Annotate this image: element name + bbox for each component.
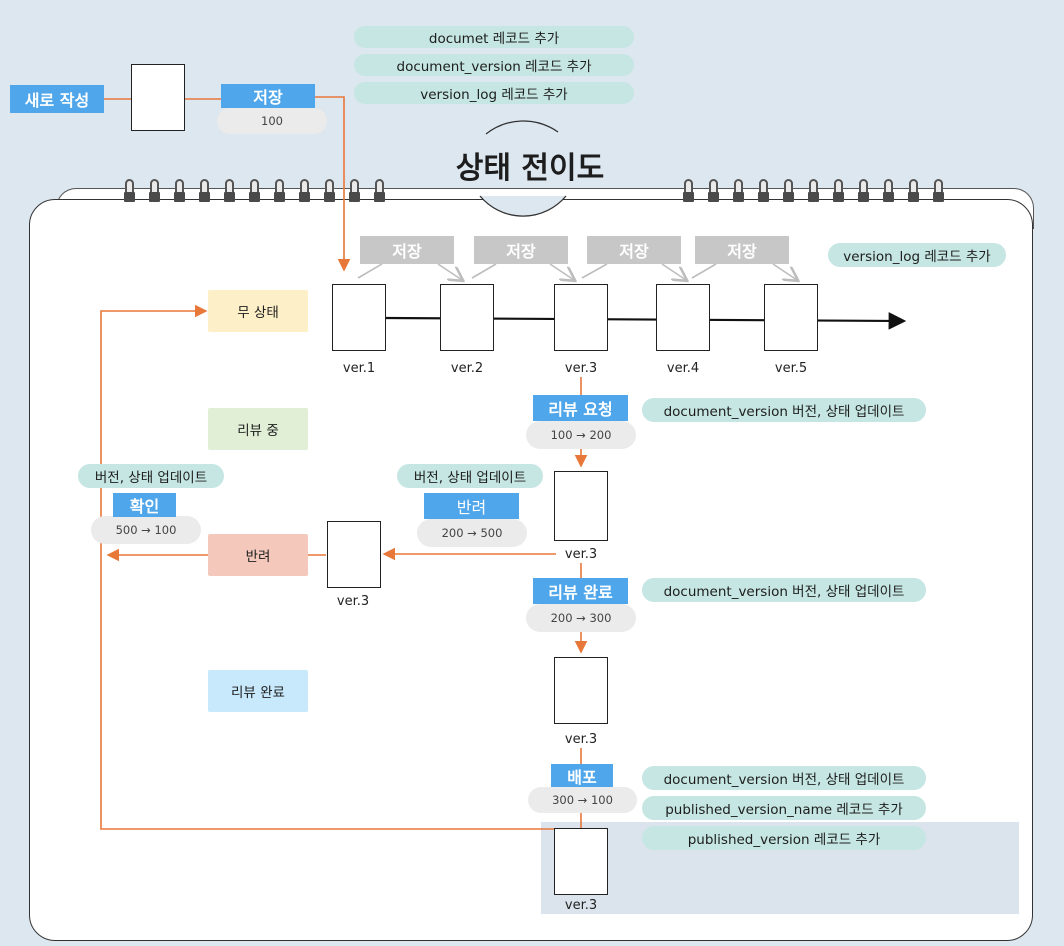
spiral-ring bbox=[299, 179, 310, 205]
version-doc-1 bbox=[332, 284, 386, 351]
timeline-save-2: 저장 bbox=[474, 236, 568, 264]
timeline-log-record: version_log 레코드 추가 bbox=[828, 243, 1006, 267]
rejected-doc bbox=[327, 521, 381, 588]
review-request-record: document_version 버전, 상태 업데이트 bbox=[642, 398, 926, 422]
version-label-1: ver.1 bbox=[342, 361, 376, 376]
review-done-button[interactable]: 리뷰 완료 bbox=[533, 578, 628, 604]
version-doc-2 bbox=[440, 284, 494, 351]
spiral-ring bbox=[683, 179, 694, 205]
save-down-arrow bbox=[315, 96, 351, 272]
state-reviewing: 리뷰 중 bbox=[208, 408, 308, 450]
spiral-ring bbox=[124, 179, 135, 205]
diagram-title: 상태 전이도 bbox=[455, 151, 605, 186]
deploy-record-published-name: published_version_name 레코드 추가 bbox=[642, 796, 926, 820]
spiral-ring bbox=[274, 179, 285, 205]
version-doc-3 bbox=[554, 284, 608, 351]
version-label-2: ver.2 bbox=[450, 361, 484, 376]
confirm-code: 500 → 100 bbox=[91, 516, 201, 544]
deploy-button[interactable]: 배포 bbox=[551, 764, 613, 787]
review-request-button[interactable]: 리뷰 요청 bbox=[533, 395, 628, 421]
deployed-doc bbox=[554, 828, 608, 895]
spiral-ring bbox=[883, 179, 894, 205]
review-doc-version: ver.3 bbox=[564, 547, 598, 562]
spiral-ring bbox=[708, 179, 719, 205]
spiral-ring bbox=[733, 179, 744, 205]
reject-record: 버전, 상태 업데이트 bbox=[397, 464, 543, 488]
reject-button[interactable]: 반려 bbox=[424, 493, 519, 519]
spiral-ring bbox=[249, 179, 260, 205]
deployed-doc-version: ver.3 bbox=[564, 898, 598, 913]
timeline-save-3: 저장 bbox=[587, 236, 681, 264]
state-rejected: 반려 bbox=[208, 534, 308, 576]
save-arrows bbox=[357, 263, 797, 280]
spiral-ring bbox=[858, 179, 869, 205]
version-label-3: ver.3 bbox=[564, 361, 598, 376]
review-done-code: 200 → 300 bbox=[526, 604, 636, 632]
spiral-ring bbox=[174, 179, 185, 205]
spiral-ring bbox=[933, 179, 944, 205]
confirm-button[interactable]: 확인 bbox=[113, 493, 176, 517]
version-label-4: ver.4 bbox=[666, 361, 700, 376]
review-request-code: 100 → 200 bbox=[526, 421, 636, 449]
spiral-ring bbox=[908, 179, 919, 205]
timeline-save-1: 저장 bbox=[360, 236, 454, 264]
version-doc-5 bbox=[764, 284, 818, 351]
deploy-record-version: document_version 버전, 상태 업데이트 bbox=[642, 766, 926, 790]
new-document-icon bbox=[131, 64, 185, 131]
spiral-ring bbox=[833, 179, 844, 205]
version-doc-4 bbox=[656, 284, 710, 351]
spiral-ring bbox=[199, 179, 210, 205]
spiral-ring bbox=[324, 179, 335, 205]
review-done-record: document_version 버전, 상태 업데이트 bbox=[642, 578, 926, 602]
spiral-ring bbox=[374, 179, 385, 205]
rejected-doc-version: ver.3 bbox=[336, 594, 370, 609]
timeline-save-4: 저장 bbox=[695, 236, 789, 264]
deploy-record-published: published_version 레코드 추가 bbox=[642, 826, 926, 850]
record-document-version: document_version 레코드 추가 bbox=[354, 54, 634, 76]
record-version-log: version_log 레코드 추가 bbox=[354, 82, 634, 104]
confirm-record: 버전, 상태 업데이트 bbox=[78, 464, 224, 488]
version-label-5: ver.5 bbox=[774, 361, 808, 376]
new-document-button[interactable]: 새로 작성 bbox=[10, 85, 104, 113]
spiral-ring bbox=[758, 179, 769, 205]
spiral-ring bbox=[224, 179, 235, 205]
reviewed-doc-version: ver.3 bbox=[564, 732, 598, 747]
save-button[interactable]: 저장 bbox=[221, 84, 315, 108]
record-documet: documet 레코드 추가 bbox=[354, 26, 634, 48]
reject-code: 200 → 500 bbox=[417, 519, 527, 547]
state-reviewed: 리뷰 완료 bbox=[208, 670, 308, 712]
deploy-code: 300 → 100 bbox=[528, 787, 637, 813]
state-none: 무 상태 bbox=[208, 290, 308, 332]
save-code: 100 bbox=[217, 108, 327, 134]
spiral-ring bbox=[349, 179, 360, 205]
spiral-ring bbox=[149, 179, 160, 205]
spiral-ring bbox=[783, 179, 794, 205]
reviewed-doc bbox=[554, 657, 608, 724]
spiral-ring bbox=[808, 179, 819, 205]
review-doc bbox=[554, 471, 608, 541]
